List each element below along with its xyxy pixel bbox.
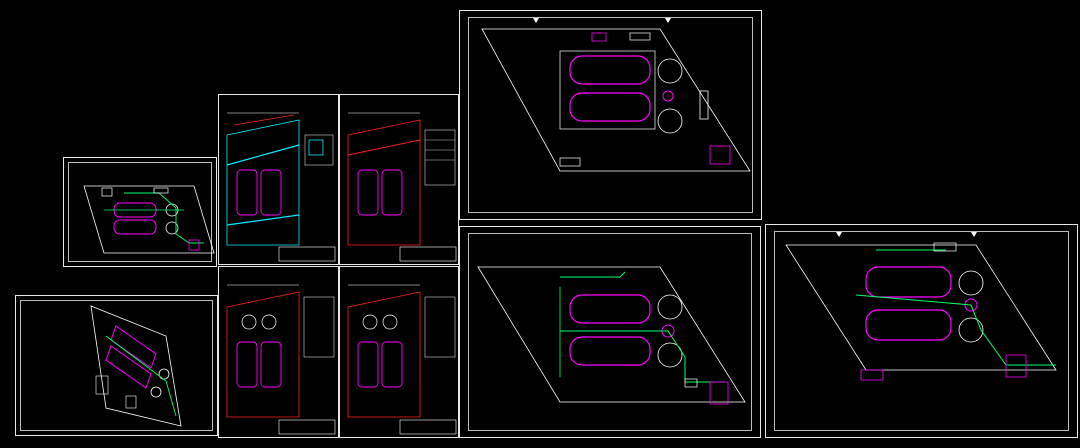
sheet-inner-border [468, 233, 752, 431]
sheet-inner-border [468, 17, 753, 213]
sheet-inner-border [20, 300, 213, 431]
detail-sheet-drawing [347, 112, 457, 262]
sheet-inner-border [774, 231, 1069, 431]
site-plan-rotated-drawing [90, 305, 182, 427]
site-plan-large-drawing [785, 232, 1057, 381]
drawing-sheet-detail-red[interactable] [218, 266, 339, 438]
site-plan-large-drawing [481, 18, 751, 172]
drawing-sheet-site-plan-large[interactable] [765, 224, 1078, 438]
drawing-sheet-site-plan-rotated[interactable] [15, 295, 218, 436]
site-plan-large-drawing [477, 266, 746, 405]
drawing-sheet-site-plan-small[interactable] [63, 157, 217, 267]
drawing-sheet-site-plan-large[interactable] [459, 226, 761, 438]
detail-sheet-drawing [226, 284, 336, 435]
drawing-sheet-detail-red[interactable] [339, 266, 459, 438]
detail-sheet-drawing [347, 284, 457, 435]
drawing-sheet-detail-red[interactable] [339, 94, 459, 265]
sheet-inner-border [68, 162, 212, 262]
detail-sheet-drawing [226, 112, 336, 262]
site-plan-small-drawing [83, 185, 215, 254]
drawing-sheet-detail-cyan[interactable] [218, 94, 339, 265]
drawing-sheet-site-plan-large[interactable] [459, 10, 762, 220]
